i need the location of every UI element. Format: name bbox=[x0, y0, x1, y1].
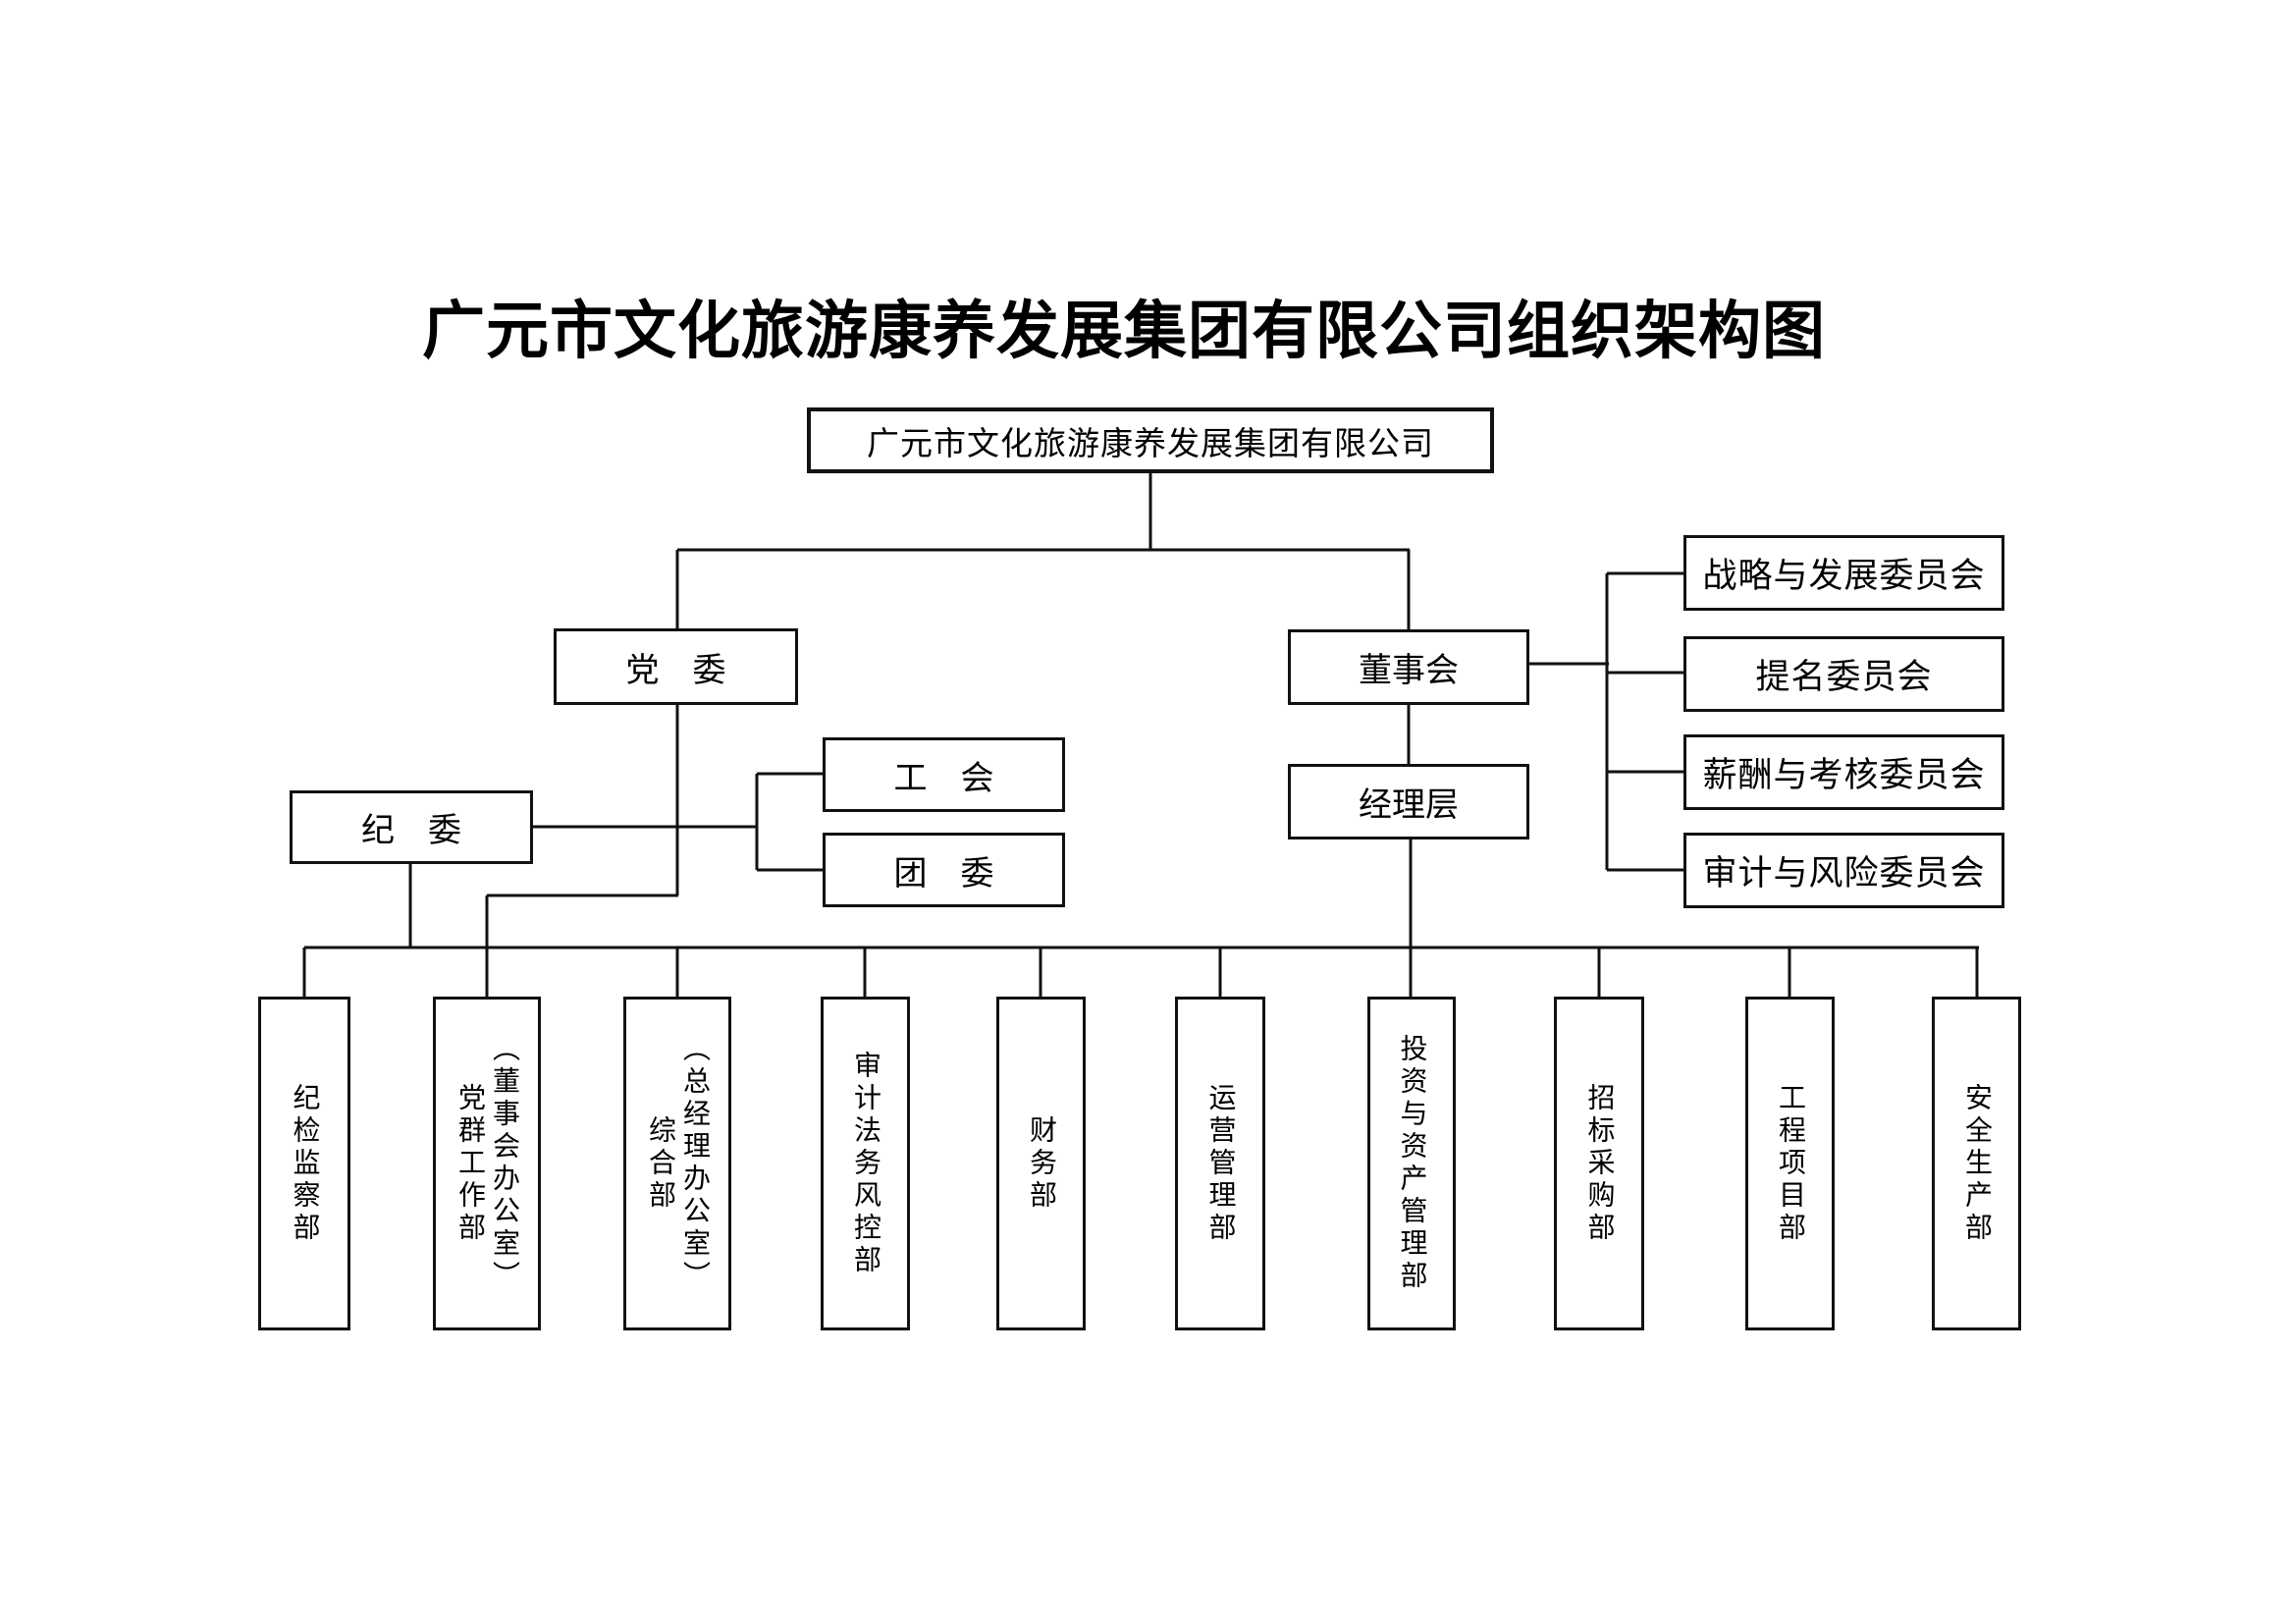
dept-label-column: 运营管理部 bbox=[1204, 1082, 1236, 1245]
dept-label-column: （总经理办公室） bbox=[679, 1034, 710, 1293]
dept-box: 招标采购部 bbox=[1554, 997, 1644, 1330]
dept-label: 投资与资产管理部 bbox=[1395, 1034, 1429, 1293]
page-title: 广元市文化旅游康养发展集团有限公司组织架构图 bbox=[422, 297, 1826, 366]
dept-label-column: 财务部 bbox=[1026, 1114, 1056, 1213]
party-committee-box: 党 委 bbox=[554, 628, 798, 705]
dept-label: 安全生产部 bbox=[1959, 1083, 1994, 1245]
dept-label: （董事会办公室）党群工作部 bbox=[453, 1034, 521, 1293]
management-layer-box: 经理层 bbox=[1288, 764, 1529, 839]
youth-league-label: 团 委 bbox=[893, 855, 994, 893]
dept-box: （董事会办公室）党群工作部 bbox=[433, 997, 541, 1330]
dept-label: （总经理办公室）综合部 bbox=[643, 1034, 712, 1293]
dept-label-column: 投资与资产管理部 bbox=[1396, 1034, 1427, 1293]
dept-label-column: 招标采购部 bbox=[1583, 1082, 1615, 1245]
dept-label-column: 纪检监察部 bbox=[289, 1082, 320, 1245]
root-company-box: 广元市文化旅游康养发展集团有限公司 bbox=[807, 407, 1494, 473]
root-company-label: 广元市文化旅游康养发展集团有限公司 bbox=[867, 426, 1434, 462]
dept-label: 招标采购部 bbox=[1582, 1083, 1617, 1245]
committee-label: 提名委员会 bbox=[1755, 658, 1933, 696]
dept-label-column: 安全生产部 bbox=[1961, 1082, 1992, 1245]
dept-box: 审计法务风控部 bbox=[821, 997, 910, 1330]
dept-box: （总经理办公室）综合部 bbox=[623, 997, 731, 1330]
dept-box: 工程项目部 bbox=[1745, 997, 1835, 1330]
youth-league-box: 团 委 bbox=[823, 833, 1065, 907]
labor-union-box: 工 会 bbox=[823, 737, 1065, 812]
dept-label-column: （董事会办公室） bbox=[489, 1034, 519, 1293]
dept-label-column: 党群工作部 bbox=[454, 1082, 485, 1245]
dept-label: 运营管理部 bbox=[1203, 1083, 1238, 1245]
committee-label: 战略与发展委员会 bbox=[1702, 557, 1986, 595]
party-committee-label: 党 委 bbox=[625, 652, 726, 689]
dept-label: 纪检监察部 bbox=[288, 1083, 322, 1245]
dept-label: 财务部 bbox=[1024, 1115, 1058, 1213]
management-layer-label: 经理层 bbox=[1359, 787, 1459, 824]
dept-box: 财务部 bbox=[996, 997, 1086, 1330]
dept-box: 运营管理部 bbox=[1175, 997, 1265, 1330]
committee-box: 审计与风险委员会 bbox=[1683, 833, 2004, 908]
committee-label: 薪酬与考核委员会 bbox=[1702, 756, 1986, 794]
dept-label-column: 工程项目部 bbox=[1775, 1082, 1805, 1245]
dept-box: 投资与资产管理部 bbox=[1367, 997, 1456, 1330]
dept-label: 工程项目部 bbox=[1773, 1083, 1807, 1245]
committee-box: 战略与发展委员会 bbox=[1683, 535, 2004, 611]
discipline-committee-label: 纪 委 bbox=[361, 813, 461, 849]
committee-box: 薪酬与考核委员会 bbox=[1683, 734, 2004, 810]
dept-label-column: 审计法务风控部 bbox=[850, 1050, 881, 1277]
dept-label-column: 综合部 bbox=[645, 1114, 675, 1213]
committee-label: 审计与风险委员会 bbox=[1702, 854, 1986, 893]
committee-box: 提名委员会 bbox=[1683, 636, 2004, 712]
board-of-directors-label: 董事会 bbox=[1359, 653, 1459, 689]
board-of-directors-box: 董事会 bbox=[1288, 629, 1529, 705]
dept-label: 审计法务风控部 bbox=[848, 1051, 882, 1277]
dept-box: 纪检监察部 bbox=[258, 997, 350, 1330]
dept-box: 安全生产部 bbox=[1932, 997, 2021, 1330]
labor-union-label: 工 会 bbox=[893, 760, 994, 797]
discipline-committee-box: 纪 委 bbox=[290, 790, 533, 864]
